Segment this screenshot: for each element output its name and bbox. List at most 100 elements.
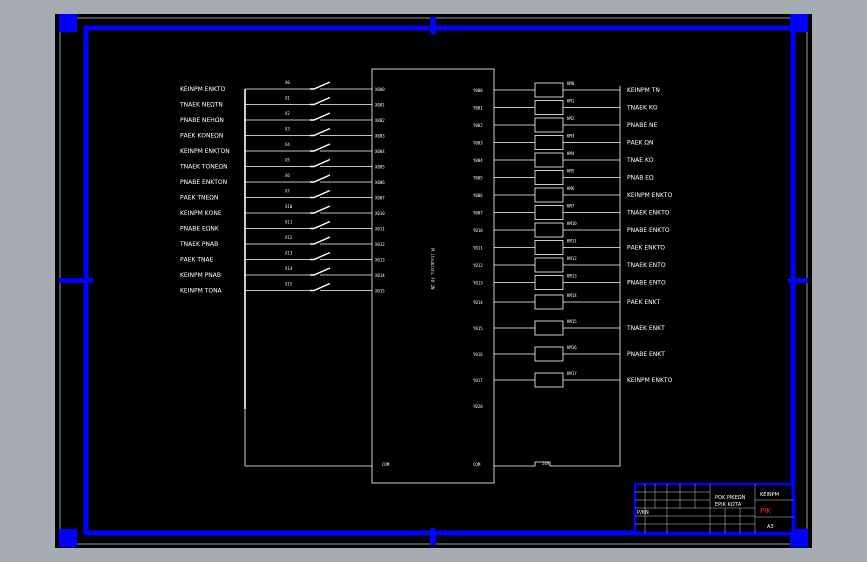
plc-body bbox=[371, 68, 495, 484]
plc-input-pin: X004 bbox=[375, 149, 385, 154]
output-label: ΡΝΑΒ ΕΩ bbox=[627, 175, 654, 182]
contactor-coil bbox=[534, 372, 564, 388]
plc-input-pin: X007 bbox=[375, 196, 385, 201]
contactor-coil bbox=[534, 275, 564, 290]
input-label: ΡΑΕΚ ΤΝΑΕ bbox=[180, 257, 214, 264]
input-label: ΡΝΑΒΕ ΕΩΝΚ bbox=[180, 226, 220, 233]
plc-output-pin: Y002 bbox=[473, 123, 483, 128]
output-terminal-label: KM0 bbox=[567, 81, 575, 86]
output-label: ΡΝΑΒΕ ΝΕ bbox=[627, 122, 658, 129]
title-name: ΡΟΚ ΡΙΚΕΩΝ bbox=[715, 495, 746, 501]
input-terminal-label: X15 bbox=[285, 282, 293, 287]
title-red-stamp: ΡΙΚ bbox=[760, 507, 771, 515]
plc-input-pin: X001 bbox=[375, 103, 385, 108]
output-label: ΡΝΑΒΕ ΕΝΤΟ bbox=[627, 280, 666, 287]
input-switch-contact bbox=[310, 81, 331, 90]
input-terminal-label: X6 bbox=[285, 173, 290, 178]
input-switch-contact bbox=[310, 205, 331, 214]
input-switch-contact bbox=[310, 267, 331, 276]
input-switch-contact bbox=[310, 127, 331, 137]
output-row: Y020 bbox=[473, 404, 483, 409]
input-switch-contact bbox=[310, 282, 331, 292]
output-terminal-label: KM16 bbox=[567, 345, 577, 350]
input-label: ΡΑΕΚ ΤΝΕΩΝ bbox=[180, 195, 218, 202]
plc-output-pin: Y020 bbox=[473, 404, 483, 409]
input-label: ΚΕΙΝΡΜ ΡΝΑΒ bbox=[180, 272, 221, 279]
plc-input-pin: X015 bbox=[375, 289, 385, 294]
tick-bottom bbox=[430, 528, 436, 545]
plc-input-pin: X010 bbox=[375, 211, 385, 216]
tick-top bbox=[430, 17, 436, 34]
title-subtitle: ΕΡΙΚ ΚΟΤΑ bbox=[715, 502, 742, 508]
contactor-coil bbox=[534, 346, 564, 362]
input-terminal-label: X7 bbox=[285, 189, 290, 194]
input-switch-contact bbox=[310, 143, 331, 152]
input-label: ΚΕΙΝΡΜ ΚΟΝΕ bbox=[180, 210, 222, 217]
contactor-coil bbox=[534, 170, 564, 185]
plc-output-pin: Y011 bbox=[473, 246, 483, 251]
input-terminal-label: X14 bbox=[285, 266, 293, 271]
title-block: ΡΟΚ ΡΙΚΕΩΝ ΕΡΙΚ ΚΟΤΑ ΚΕΙΝΡΜ ΡΙΚ A3 Ρ/ΚΝ bbox=[633, 482, 795, 535]
contactor-coil bbox=[534, 240, 564, 255]
output-terminal-label: KM1 bbox=[567, 99, 575, 104]
corner-tr bbox=[790, 14, 808, 32]
input-switch-contact bbox=[310, 189, 331, 199]
input-switch-contact bbox=[310, 112, 331, 121]
output-label: ΚΕΙΝΡΜ ΕΝΚΤΟ bbox=[627, 377, 673, 384]
tick-right bbox=[788, 278, 808, 283]
output-terminal-label: KM10 bbox=[567, 221, 577, 226]
input-terminal-label: X2 bbox=[285, 111, 290, 116]
output-terminal-label: KM6 bbox=[567, 186, 575, 191]
output-label: ΚΕΙΝΡΜ ΤΝ bbox=[627, 87, 660, 94]
plc-output-pin: Y012 bbox=[473, 263, 483, 268]
com-right-label: COM bbox=[473, 462, 481, 467]
contactor-coil bbox=[534, 187, 564, 203]
plc-output-pin: Y017 bbox=[473, 378, 483, 383]
schematic: M itsubishi FX 2N COM COM 24V ΚΕΙΝΡΜ ΕΝΚ… bbox=[59, 14, 808, 547]
output-terminal-label: KM11 bbox=[567, 239, 577, 244]
input-switch-contact bbox=[310, 220, 331, 230]
contactor-coil bbox=[534, 117, 564, 133]
input-terminal-label: X5 bbox=[285, 158, 290, 163]
contactor-coil bbox=[534, 294, 564, 310]
output-terminal-label: KM13 bbox=[567, 274, 577, 279]
input-terminal-label: X10 bbox=[285, 204, 293, 209]
output-label: ΤΝΑΕΚ ΕΝΤΟ bbox=[626, 262, 666, 269]
contactor-coil bbox=[534, 257, 564, 273]
plc-input-pin: X000 bbox=[375, 87, 385, 92]
plc-input-pin: X003 bbox=[375, 134, 385, 139]
input-switch-contact bbox=[310, 251, 331, 261]
title-label1: Ρ/ΚΝ bbox=[637, 510, 649, 516]
plc-output-pin: Y005 bbox=[473, 176, 483, 181]
plc-output-pin: Y014 bbox=[473, 300, 483, 305]
output-label: ΤΝΑΕΚ ΚΟ bbox=[626, 105, 658, 112]
output-label: ΡΝΑΒΕ ΕΝΚΤ bbox=[627, 351, 665, 358]
input-switch-contact bbox=[310, 236, 331, 245]
input-switch-contact bbox=[310, 174, 331, 183]
plc-output-pin: Y000 bbox=[473, 88, 483, 93]
input-label: ΤΝΑΕΚ ΝΕΩΤΝ bbox=[179, 102, 223, 109]
output-terminal-label: KM3 bbox=[567, 134, 575, 139]
input-switch-contact bbox=[310, 96, 331, 106]
input-terminal-label: X3 bbox=[285, 127, 290, 132]
plc-input-pin: X005 bbox=[375, 165, 385, 170]
plc-input-pin: X011 bbox=[375, 227, 385, 232]
plc-output-pin: Y013 bbox=[473, 281, 483, 286]
